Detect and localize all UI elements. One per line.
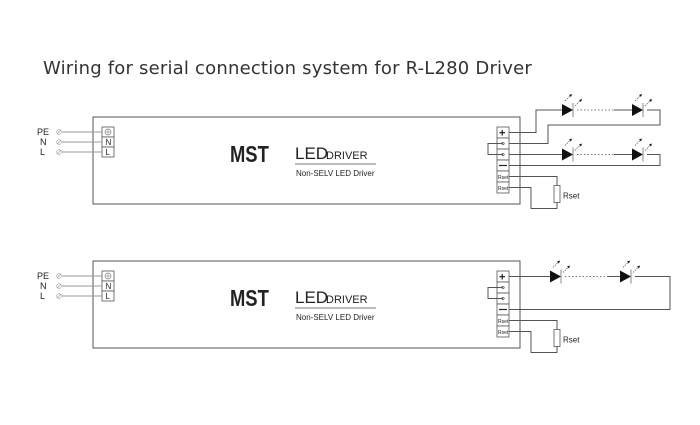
light-ray	[644, 99, 652, 107]
product-name: LED	[295, 288, 328, 307]
page-title: Wiring for serial connection system for …	[43, 58, 532, 79]
input-label-pe: PE	[37, 127, 49, 137]
terminal-screw-icon	[56, 293, 62, 299]
terminal-screw-slash	[56, 293, 62, 299]
led-triangle	[632, 148, 643, 161]
brand-logo: MST	[230, 142, 269, 167]
arrow-head	[569, 94, 572, 97]
light-ray	[634, 94, 642, 102]
light-ray	[564, 94, 572, 102]
arrow-head	[637, 265, 640, 269]
input-terminal-label: L	[106, 148, 111, 157]
terminal-screw-icon	[56, 129, 62, 135]
jumper-wire	[487, 143, 503, 155]
led-icon	[562, 94, 582, 117]
terminal-screw-icon	[56, 149, 62, 155]
arrow-head	[557, 260, 560, 264]
led-triangle	[550, 270, 561, 283]
led-icon	[632, 138, 652, 162]
rset-label: Rset	[563, 192, 580, 201]
light-ray	[562, 266, 570, 273]
light-ray	[574, 99, 582, 107]
terminal-screw-icon	[56, 273, 62, 279]
terminal-screw-icon	[56, 139, 62, 145]
light-ray	[622, 261, 630, 268]
led-triangle	[562, 104, 573, 116]
led-wire	[509, 109, 565, 133]
driver-box	[92, 260, 521, 349]
led-icon	[562, 138, 582, 162]
light-ray	[632, 266, 640, 273]
driver-box	[92, 116, 521, 205]
arrow-head	[649, 143, 652, 147]
led-wire	[509, 276, 671, 310]
arrow-head	[639, 94, 642, 97]
output-terminal-rset: Rset	[498, 175, 509, 181]
input-label-n: N	[40, 137, 47, 147]
input-label-n: N	[40, 281, 47, 291]
arrow-head	[649, 99, 652, 102]
output-terminal-rset: Rset	[498, 186, 509, 192]
output-terminal-rset: Rset	[498, 330, 509, 336]
output-terminal-plus: +	[499, 272, 505, 284]
arrow-head	[627, 260, 630, 264]
brand-logo: MST	[230, 286, 269, 311]
product-description: Non-SELV LED Driver	[296, 313, 375, 322]
input-terminal-label: L	[106, 292, 111, 301]
led-icon	[632, 94, 652, 117]
terminal-screw-icon	[56, 283, 62, 289]
arrow-head	[579, 143, 582, 147]
led-triangle	[620, 270, 631, 283]
light-ray	[552, 261, 560, 268]
input-label-l: L	[40, 291, 45, 301]
output-terminal-plus: +	[499, 128, 505, 140]
terminal-screw-slash	[56, 149, 62, 155]
rset-label: Rset	[563, 336, 580, 345]
arrow-head	[567, 265, 570, 269]
light-ray	[574, 144, 582, 151]
product-subname: DRIVER	[326, 294, 368, 306]
light-ray	[564, 139, 572, 146]
input-label-l: L	[40, 147, 45, 157]
led-wire	[509, 154, 661, 166]
light-ray	[644, 144, 652, 151]
rset-resistor	[553, 185, 561, 203]
rset-wire	[509, 176, 558, 186]
led-icon	[620, 260, 640, 284]
led-icon	[550, 260, 570, 284]
product-subname: DRIVER	[326, 150, 368, 162]
output-terminal-rset: Rset	[498, 319, 509, 325]
rset-resistor	[553, 329, 561, 347]
rset-wire	[509, 320, 558, 330]
terminal-screw-slash	[56, 129, 62, 135]
arrow-head	[569, 138, 572, 142]
terminal-screw-slash	[56, 283, 62, 289]
led-triangle	[562, 148, 573, 161]
arrow-head	[579, 99, 582, 102]
led-triangle	[632, 104, 643, 116]
led-wire	[509, 109, 661, 144]
product-description: Non-SELV LED Driver	[296, 169, 375, 178]
product-name: LED	[295, 144, 328, 163]
terminal-screw-slash	[56, 273, 62, 279]
light-ray	[634, 139, 642, 146]
input-terminal-label: N	[106, 282, 112, 291]
rset-wire	[509, 331, 558, 353]
rset-wire	[509, 187, 558, 209]
input-terminal-label: N	[106, 138, 112, 147]
arrow-head	[639, 138, 642, 142]
terminal-screw-slash	[56, 139, 62, 145]
jumper-wire	[487, 287, 503, 299]
input-label-pe: PE	[37, 271, 49, 281]
